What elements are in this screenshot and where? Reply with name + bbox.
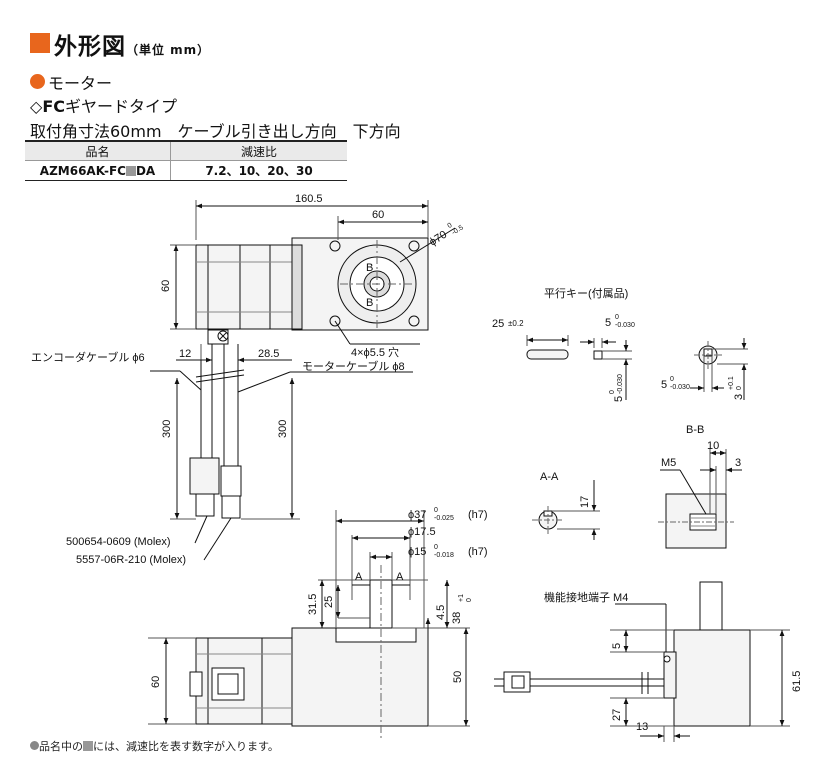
- dim-motor-cable-offset: 28.5: [258, 348, 279, 360]
- col-ratio-header: 減速比: [170, 140, 347, 161]
- dim-25: 25: [323, 596, 335, 608]
- key-title: 平行キー(付属品): [544, 287, 628, 300]
- title-marker-icon: [30, 33, 50, 53]
- motor-side-view: [494, 581, 751, 727]
- dim-pilot-tol-bottom: -0.5: [451, 224, 465, 236]
- motor-top-view: [195, 237, 429, 345]
- dim-key-len-tol: ±0.2: [508, 319, 524, 328]
- dim-side-5: 5: [611, 643, 623, 649]
- dim-front-height: 60: [150, 676, 162, 688]
- dim-shaft37-tol-top: 0: [434, 507, 438, 514]
- section-mark-b2: B: [366, 297, 373, 309]
- placeholder-box-icon: [125, 165, 136, 176]
- spec-line: 取付角寸法60mm ケーブル引き出し方向 下方向: [30, 122, 401, 141]
- dim-key-w-tol-top: 0: [615, 314, 619, 321]
- dim-50: 50: [452, 671, 464, 683]
- dim-38-tol-bottom: 0: [466, 598, 473, 602]
- dim-45: 4.5: [435, 605, 447, 620]
- bb-title: B-B: [686, 424, 704, 436]
- motor-cable: [220, 344, 242, 519]
- motor-cable-label: モーターケーブル ϕ8: [302, 359, 405, 373]
- dim-mount-holes: 4×ϕ5.5 穴: [351, 345, 399, 359]
- dim-pilot-dia: ϕ70: [427, 229, 449, 249]
- dim-shaft37-fit: (h7): [468, 509, 488, 521]
- dim-enc-offset: 12: [179, 348, 191, 360]
- dim-bb-10: 10: [707, 440, 719, 452]
- dim-shaft15: ϕ15: [408, 546, 426, 558]
- aa-title: A-A: [540, 471, 559, 483]
- dim-key-h-tol-top: 0: [609, 390, 616, 394]
- dim-shaft37-tol-bottom: -0.025: [434, 515, 454, 522]
- dim-bb-3: 3: [735, 457, 741, 469]
- placeholder-box-icon: [83, 741, 93, 751]
- dim-key-h: 5: [613, 396, 625, 402]
- footnote: 品名中のには、減速比を表す数字が入ります。: [30, 738, 279, 754]
- encoder-cable: [189, 344, 220, 517]
- dim-key-w-tol-bottom: -0.030: [615, 322, 635, 329]
- dim-shaft15-fit: (h7): [468, 546, 488, 558]
- ground-terminal-label: 機能接地端子 M4: [544, 590, 628, 604]
- dim-key-w: 5: [605, 317, 611, 329]
- dim-key-end-tol-bottom: -0.030: [670, 384, 690, 391]
- motor-front-view: [189, 565, 429, 740]
- dim-d175: ϕ17.5: [408, 526, 436, 538]
- dim-key-depth: 3: [733, 394, 745, 400]
- dim-pilot-tol-top: 0: [447, 222, 454, 230]
- dim-aa-17: 17: [579, 496, 591, 508]
- section-mark-a2: A: [396, 571, 404, 583]
- dim-side-27: 27: [611, 709, 623, 721]
- dim-side-13: 13: [636, 721, 648, 733]
- section-mark-a1: A: [355, 571, 363, 583]
- dim-shaft15-tol-bottom: -0.018: [434, 552, 454, 559]
- ratio-cell: 7.2、10、20、30: [170, 160, 347, 181]
- dim-bb-m5: M5: [661, 457, 676, 469]
- section-heading: モーター: [48, 74, 113, 93]
- dim-motor-length: 300: [277, 420, 289, 438]
- bb-section: [658, 449, 742, 549]
- encoder-cable-label: エンコーダケーブル ϕ6: [31, 350, 145, 364]
- unit-label: （単位 mm）: [126, 43, 211, 57]
- section-bullet-icon: [30, 74, 45, 89]
- page-title: 外形図（単位 mm）: [54, 34, 211, 60]
- dim-key-depth-tol-bottom: 0: [736, 386, 743, 390]
- aa-section: [532, 480, 600, 540]
- dim-38-tol-top: +1: [458, 594, 465, 602]
- dim-key-h-tol-bottom: -0.030: [617, 374, 624, 394]
- shaft-end-view: [690, 338, 748, 400]
- dim-key-len: 25: [492, 318, 504, 330]
- connector-2: 5557-06R-210 (Molex): [76, 554, 186, 566]
- bullet-icon: [30, 741, 39, 750]
- dim-shaft37: ϕ37: [408, 509, 426, 521]
- section-mark-b1: B: [366, 262, 373, 274]
- connector-1: 500654-0609 (Molex): [66, 536, 171, 548]
- dim-key-depth-tol-top: +0.1: [728, 376, 735, 390]
- type-heading: ◇FCギヤードタイプ: [30, 97, 177, 116]
- dim-height-60: 60: [160, 280, 172, 292]
- dim-shaft15-tol-top: 0: [434, 544, 438, 551]
- dim-key-end-w: 5: [661, 379, 667, 391]
- dim-overall-length: 160.5: [295, 193, 323, 205]
- col-name-header: 品名: [25, 140, 171, 161]
- parallel-key: [526, 335, 632, 400]
- dim-enc-length: 300: [161, 420, 173, 438]
- diamond-icon: ◇: [30, 97, 43, 116]
- dim-38: 38: [451, 612, 463, 624]
- dim-flange-60: 60: [372, 209, 384, 221]
- dim-side-615: 61.5: [791, 671, 803, 692]
- dim-key-end-tol-top: 0: [670, 376, 674, 383]
- dim-315: 31.5: [307, 594, 319, 615]
